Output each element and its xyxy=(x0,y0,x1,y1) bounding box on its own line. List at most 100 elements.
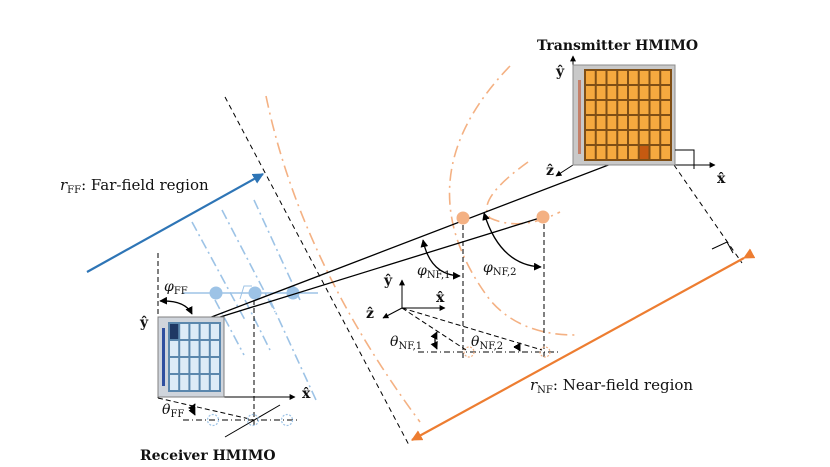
antenna-element xyxy=(639,116,649,129)
antenna-element xyxy=(596,131,606,144)
far-field-right-angle-mark xyxy=(239,285,252,300)
antenna-element xyxy=(586,116,595,129)
far-field-point-2 xyxy=(248,286,262,300)
near-field-point-2 xyxy=(536,210,550,224)
antenna-element xyxy=(170,358,179,373)
far-field-text: : Far-field region xyxy=(81,176,209,194)
rx-element-grid xyxy=(170,324,219,390)
antenna-element xyxy=(180,375,189,390)
tx-feed-bar xyxy=(578,80,581,154)
antenna-element xyxy=(629,116,638,129)
antenna-element xyxy=(596,86,606,99)
antenna-element-active xyxy=(639,146,649,159)
antenna-element xyxy=(661,101,670,114)
tx-z-axis-label: ẑ xyxy=(546,163,554,179)
near-field-point-1 xyxy=(456,211,470,225)
antenna-element xyxy=(607,101,617,114)
antenna-element xyxy=(190,324,199,339)
rx-y-axis-label: ŷ xyxy=(139,314,149,331)
theta-ff-label: θFF xyxy=(162,402,184,420)
nf-z-axis xyxy=(382,307,403,319)
theta-nf2-symbol: θ xyxy=(471,334,480,350)
theta-ff-symbol: θ xyxy=(162,402,171,418)
transmitter-title: Transmitter HMIMO xyxy=(537,38,698,54)
antenna-element xyxy=(618,101,627,114)
tx-z-axis xyxy=(555,164,574,177)
antenna-element xyxy=(210,358,219,373)
receiver-title: Receiver HMIMO xyxy=(140,448,276,464)
ff-ground-point-2 xyxy=(246,413,260,427)
theta-nf2-label: θNF,2 xyxy=(471,334,503,352)
far-field-point-1 xyxy=(209,286,223,300)
near-field-arc-middle xyxy=(448,65,576,336)
antenna-element xyxy=(180,341,189,356)
phi-nf2-subscript: NF,2 xyxy=(493,267,517,278)
antenna-element xyxy=(200,358,209,373)
phi-nf2-arc xyxy=(482,212,542,271)
phi-ff-symbol: φ xyxy=(164,279,174,295)
antenna-element xyxy=(661,71,670,84)
phi-ff-label: φFF xyxy=(164,279,188,297)
antenna-element xyxy=(586,146,595,159)
antenna-element xyxy=(596,101,606,114)
transmitter-aperture-dashed-line xyxy=(673,164,743,264)
antenna-element xyxy=(661,131,670,144)
phi-nf2-label: φNF,2 xyxy=(483,260,516,278)
tx-element-frame xyxy=(584,69,672,161)
theta-ff-subscript: FF xyxy=(170,409,184,420)
antenna-element xyxy=(586,71,595,84)
theta-nf1-label: θNF,1 xyxy=(390,334,422,352)
rx-feed-bar xyxy=(162,328,165,386)
antenna-element xyxy=(618,86,627,99)
antenna-element xyxy=(190,375,199,390)
antenna-element xyxy=(639,131,649,144)
rx-x-axis-label: x̂ xyxy=(302,386,311,402)
theta-nf2-subscript: NF,2 xyxy=(479,341,503,352)
antenna-element xyxy=(618,116,627,129)
near-field-label: rNF: Near-field region xyxy=(530,376,693,396)
antenna-element-active xyxy=(170,324,179,339)
theta-nf1-arc xyxy=(430,331,438,350)
antenna-element xyxy=(170,375,179,390)
tx-x-axis-label: x̂ xyxy=(717,171,726,187)
phi-ff-subscript: FF xyxy=(174,286,188,297)
antenna-element xyxy=(629,86,638,99)
near-field-range-arrow xyxy=(411,248,756,441)
near-field-symbol: r xyxy=(530,376,538,394)
tx-right-angle-mark xyxy=(675,149,695,169)
antenna-element xyxy=(650,116,660,129)
ff-ground-point-1 xyxy=(206,413,220,427)
antenna-element xyxy=(629,131,638,144)
antenna-element xyxy=(639,86,649,99)
antenna-element xyxy=(200,324,209,339)
far-field-label: rFF: Far-field region xyxy=(60,176,209,196)
nf-y-axis-label: ŷ xyxy=(383,272,393,289)
antenna-element xyxy=(210,341,219,356)
antenna-element xyxy=(661,116,670,129)
antenna-element xyxy=(661,86,670,99)
theta-nf1-symbol: θ xyxy=(390,334,399,350)
far-near-boundary-line xyxy=(224,96,411,448)
antenna-element xyxy=(200,375,209,390)
ff-theta-ray xyxy=(157,397,255,421)
antenna-element xyxy=(618,71,627,84)
tx-element-grid xyxy=(586,71,670,159)
near-field-arc-outer xyxy=(265,95,421,423)
near-field-subscript: NF xyxy=(537,385,553,396)
antenna-element xyxy=(607,71,617,84)
far-field-wavefront-1 xyxy=(191,221,246,321)
antenna-element xyxy=(650,146,660,159)
antenna-element xyxy=(629,146,638,159)
theta-nf1-subscript: NF,1 xyxy=(398,341,422,352)
antenna-element xyxy=(586,86,595,99)
phi-nf1-label: φNF,1 xyxy=(417,263,450,281)
antenna-element xyxy=(596,71,606,84)
antenna-element xyxy=(596,116,606,129)
antenna-element xyxy=(639,101,649,114)
ff-ground-wavefront xyxy=(224,404,281,438)
theta-nf2-arc xyxy=(513,342,521,352)
antenna-element xyxy=(190,341,199,356)
antenna-element xyxy=(190,358,199,373)
antenna-element xyxy=(607,86,617,99)
phi-nf1-symbol: φ xyxy=(417,263,427,279)
